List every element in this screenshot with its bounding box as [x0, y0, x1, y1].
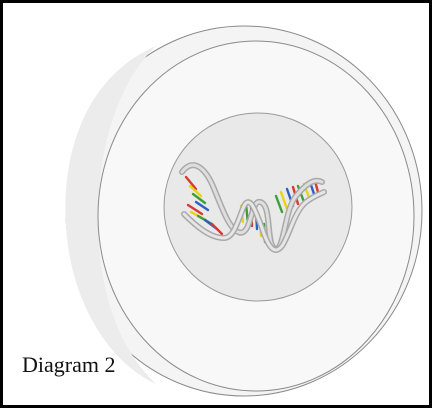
diagram-caption: Diagram 2 — [22, 354, 115, 376]
cell-illustration — [6, 6, 432, 408]
